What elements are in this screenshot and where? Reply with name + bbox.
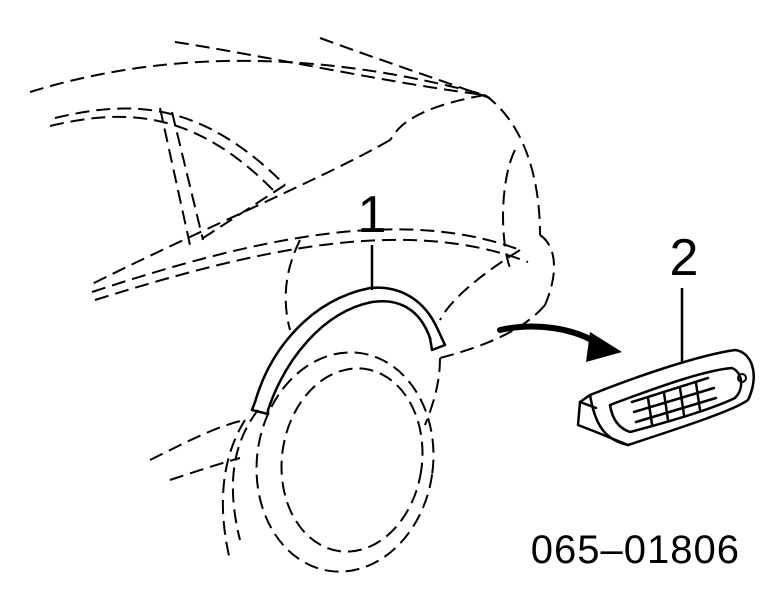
callout-2-number: 2	[670, 229, 699, 287]
callout-1: 1	[358, 186, 387, 290]
detail-arrow	[497, 323, 622, 362]
diagram-code: 065–01806	[531, 528, 740, 572]
callout-1-number: 1	[358, 186, 387, 244]
wheel-arch-moulding	[250, 286, 447, 416]
car-body-outline	[29, 37, 556, 481]
callout-2: 2	[670, 229, 699, 362]
vent-grille-part	[576, 348, 755, 447]
rear-wheel-outline	[221, 351, 435, 573]
